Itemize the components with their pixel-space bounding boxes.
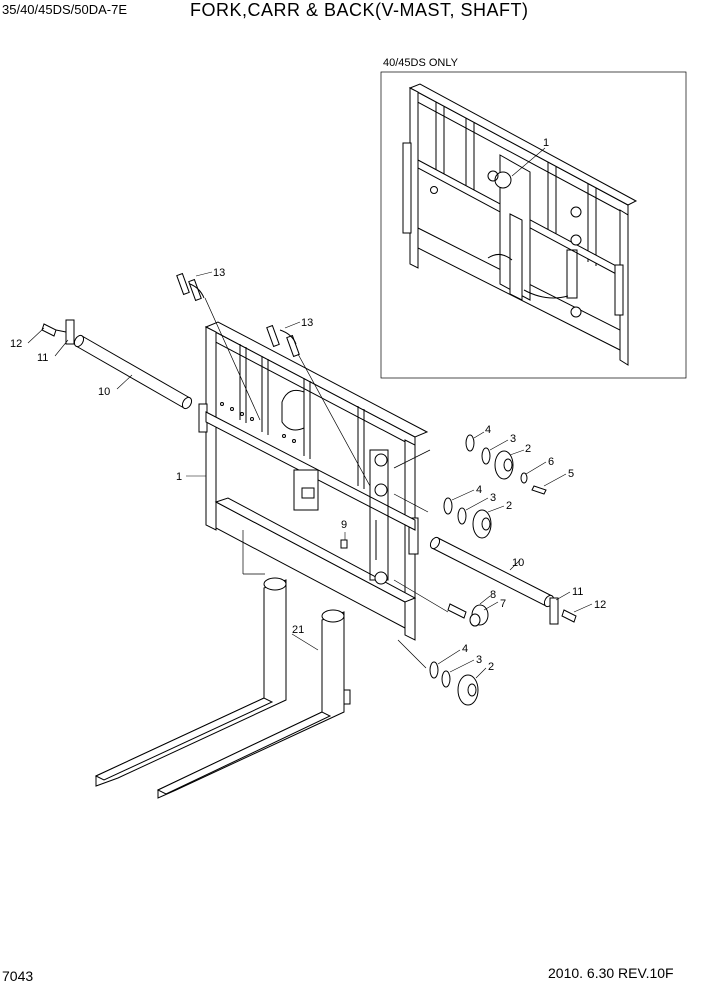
callout-2-bottom: 2 — [488, 661, 494, 673]
callout-13-upper: 13 — [213, 267, 225, 279]
callout-12-right: 12 — [594, 599, 606, 611]
callout-3-bottom: 3 — [476, 654, 482, 666]
bolt-plate-right — [549, 597, 577, 625]
chain-pins-lower — [266, 324, 300, 358]
fork-left — [94, 577, 287, 787]
grease-fitting — [340, 539, 348, 549]
side-roller — [447, 603, 489, 627]
inset-frame — [380, 71, 687, 379]
inset-label: 40/45DS ONLY — [383, 57, 459, 69]
page-number: 7043 — [2, 968, 34, 984]
carriage-frame — [198, 321, 429, 641]
callout-10-right: 10 — [512, 557, 524, 569]
callout-12-left: 12 — [10, 338, 22, 350]
shaft-right — [429, 536, 555, 608]
model-code: 35/40/45DS/50DA-7E — [2, 2, 128, 17]
shaft-left — [73, 334, 193, 410]
callout-leaders — [27, 271, 593, 679]
callout-inset-1: 1 — [543, 137, 549, 149]
callout-10-left: 10 — [98, 386, 110, 398]
callout-8: 8 — [490, 589, 496, 601]
callout-2-top: 2 — [525, 443, 531, 455]
callout-5: 5 — [568, 468, 574, 480]
callout-13-lower: 13 — [301, 317, 313, 329]
callout-21: 21 — [292, 624, 304, 636]
callout-3-mid: 3 — [490, 492, 496, 504]
callout-4-mid: 4 — [476, 484, 482, 496]
callout-11-left: 11 — [37, 352, 48, 364]
page-title: FORK,CARR & BACK(V-MAST, SHAFT) — [190, 0, 529, 20]
fork-right — [156, 609, 351, 799]
bolt-plate-left — [41, 319, 75, 345]
callout-4-top: 4 — [485, 424, 491, 436]
revision-date: 2010. 6.30 REV.10F — [548, 965, 674, 981]
callout-9: 9 — [341, 519, 347, 531]
roller-assembly-mid — [443, 497, 492, 539]
callout-4-bottom: 4 — [462, 643, 468, 655]
callout-11-right: 11 — [572, 586, 583, 598]
inset-carriage-drawing — [402, 83, 638, 366]
roller-assembly-bottom — [429, 661, 479, 706]
callout-1-carriage: 1 — [176, 471, 182, 483]
callout-3-top: 3 — [510, 433, 516, 445]
callout-6: 6 — [548, 456, 554, 468]
callout-2-mid: 2 — [506, 500, 512, 512]
callout-7: 7 — [500, 598, 506, 610]
chain-pins-upper — [176, 272, 205, 302]
roller-assembly-top — [465, 434, 547, 495]
